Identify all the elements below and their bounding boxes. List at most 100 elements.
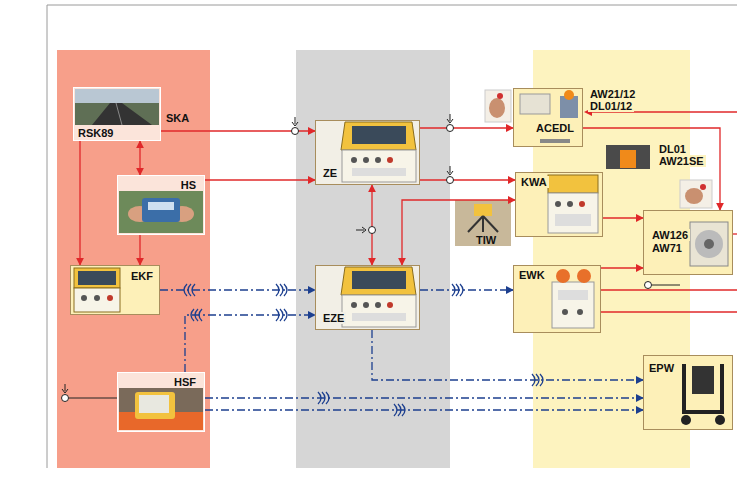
radio-case-drawing: [70, 265, 160, 315]
radio-case-drawing: [78, 271, 116, 285]
tablet-photo: [139, 395, 169, 413]
device-code: AW21SE: [657, 155, 706, 167]
wireless-symbol: [452, 284, 463, 296]
input-symbol: [292, 122, 298, 126]
device-label: RSK89: [76, 127, 115, 139]
wireless-symbol: [276, 309, 287, 321]
warning-unit-drawing: [552, 282, 594, 328]
radio-link: [205, 409, 643, 410]
device-label: KWA: [519, 176, 549, 188]
wireless-symbol: [191, 309, 202, 321]
cable-reel-drawing: [695, 230, 723, 258]
device-box: EKF: [70, 265, 160, 315]
central-unit-drawing: [342, 150, 416, 182]
conveyor-photo: [73, 87, 161, 141]
conveyor-photo: [75, 103, 159, 125]
offpage-line: [601, 289, 737, 290]
cable-link: [79, 141, 80, 265]
device-box: ACEDLAW21/12DL01/12: [513, 88, 583, 147]
device-box: EWK: [513, 265, 601, 333]
wireless-symbol: [532, 374, 543, 386]
tripod-photo: [455, 200, 511, 246]
device-box: HSF: [117, 372, 205, 432]
central-unit-drawing: [352, 126, 406, 144]
cable-link: [603, 217, 643, 218]
offpage-line: [601, 311, 737, 312]
column-panel: [296, 50, 450, 468]
device-code: AW21/12: [588, 88, 637, 100]
offpage-line: [69, 108, 737, 398]
hand-photo: [680, 180, 712, 208]
control-case-drawing: [515, 172, 603, 237]
beacon-unit-drawing: [540, 139, 570, 143]
warning-unit-drawing: [556, 269, 570, 283]
beacon-unit-drawing: [513, 88, 583, 147]
cable-link: [205, 179, 315, 180]
device-box: EZE: [315, 265, 420, 330]
central-unit-drawing: [363, 157, 369, 163]
input-symbol: [65, 384, 66, 391]
radio-link: [160, 289, 315, 290]
conveyor-photo: [92, 103, 152, 125]
control-case-drawing: [567, 201, 573, 207]
beacon-photo: [606, 145, 650, 169]
control-case-drawing: [548, 193, 598, 233]
device-label: EPW: [647, 362, 676, 374]
central-unit-drawing: [387, 302, 393, 308]
control-case-drawing: [515, 172, 603, 237]
device-box: ZE: [315, 120, 420, 185]
device-code: DL01: [657, 143, 688, 155]
input-symbol: [295, 117, 296, 124]
warning-unit-drawing: [513, 265, 601, 333]
handheld-photo: [148, 202, 174, 210]
central-unit-drawing: [352, 313, 406, 321]
hand-photo: [700, 184, 706, 190]
conveyor-photo: [75, 89, 159, 103]
cable-link: [402, 200, 515, 265]
control-case-drawing: [555, 214, 591, 226]
handheld-photo: [117, 175, 205, 235]
cable-link: [139, 141, 140, 175]
central-unit-drawing: [363, 302, 369, 308]
input-symbol: [447, 177, 454, 184]
tablet-photo: [117, 372, 205, 432]
beacon-photo: [606, 145, 650, 169]
input-symbol: [362, 227, 366, 233]
control-case-drawing: [555, 201, 561, 207]
tripod-photo: [468, 216, 483, 232]
central-unit-drawing: [351, 157, 357, 163]
portable-warning-drawing: [715, 415, 725, 425]
input-symbol: [447, 171, 453, 175]
device-box: AW126AW71: [643, 210, 733, 275]
central-unit-drawing: [341, 267, 416, 295]
warning-unit-drawing: [513, 265, 601, 333]
hand-photo: [497, 93, 503, 99]
device-label: AW71: [650, 242, 684, 254]
input-symbol: [447, 119, 453, 123]
hand-photo: [685, 188, 703, 204]
device-box: HS: [117, 175, 205, 235]
wireless-symbol: [318, 392, 329, 404]
tablet-photo: [119, 388, 203, 430]
cable-link: [583, 128, 720, 210]
device-box: EPW: [643, 355, 733, 430]
radio-case-drawing: [81, 295, 87, 301]
beacon-unit-drawing: [564, 90, 574, 100]
cable-reel-drawing: [643, 210, 733, 275]
hand-photo: [485, 90, 511, 122]
warning-unit-drawing: [577, 269, 591, 283]
device-label: AW126: [650, 229, 690, 241]
handheld-photo: [117, 175, 205, 235]
cable-reel-drawing: [643, 210, 733, 275]
offpage-line: [69, 398, 117, 399]
cable-reel-drawing: [704, 239, 714, 249]
radio-case-drawing: [74, 288, 120, 312]
hand-photo: [489, 98, 505, 118]
radio-link: [420, 289, 513, 290]
device-label: HSF: [172, 376, 198, 388]
central-unit-drawing: [315, 120, 420, 185]
device-label: EZE: [321, 312, 346, 324]
radio-link: [205, 397, 643, 398]
input-symbol: [356, 230, 364, 231]
